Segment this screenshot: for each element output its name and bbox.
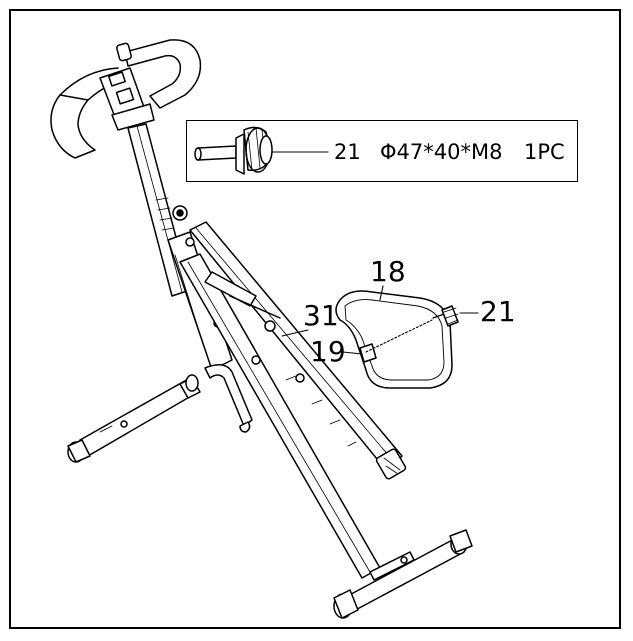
knob-part-21 xyxy=(432,305,459,327)
main-rail xyxy=(179,221,407,579)
hardware-inset-box xyxy=(186,120,578,182)
callout-seat: 18 xyxy=(370,255,406,288)
handlebar xyxy=(50,39,202,159)
leader-lines xyxy=(271,151,479,355)
inset-part-number: 21 xyxy=(334,140,361,164)
inset-quantity: 1PC xyxy=(524,140,565,164)
callout-knob: 21 xyxy=(480,295,516,328)
front-stabilizer xyxy=(333,529,473,619)
inset-spec: Φ47*40*M8 xyxy=(380,140,503,164)
diagram-frame xyxy=(9,9,621,629)
inset-knob-drawing xyxy=(194,126,273,175)
seat xyxy=(335,290,453,389)
callout-bolt: 19 xyxy=(310,335,346,368)
rear-stabilizer xyxy=(67,374,201,463)
callout-frame: 31 xyxy=(303,299,339,332)
